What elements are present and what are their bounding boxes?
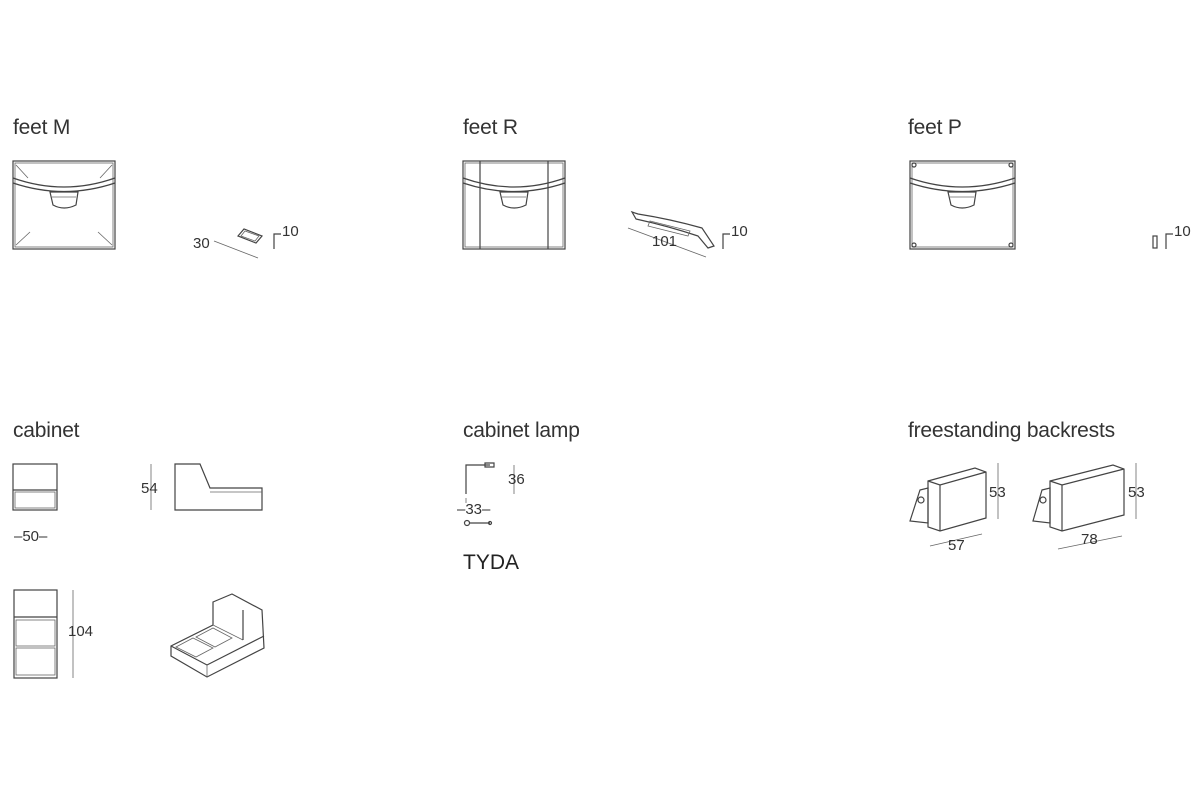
feet-m-foot-detail bbox=[213, 228, 281, 259]
cabinet-lamp-title: cabinet lamp bbox=[463, 419, 580, 442]
feet-m-height-label: 10 bbox=[282, 223, 299, 240]
backrests-title: freestanding backrests bbox=[908, 419, 1115, 442]
cabinet-isometric-view bbox=[170, 593, 265, 678]
feet-m-length-label: 30 bbox=[193, 235, 210, 252]
backrest-small-height-label: 53 bbox=[989, 484, 1006, 501]
feet-r-top-view bbox=[462, 160, 566, 250]
cabinet-height-label: 54 bbox=[141, 480, 158, 497]
feet-p-top-view bbox=[909, 160, 1016, 250]
feet-m-top-view bbox=[12, 160, 116, 250]
cabinet-lamp-side-view bbox=[465, 462, 515, 503]
backrest-large-width-label: 78 bbox=[1081, 531, 1098, 548]
feet-p-title: feet P bbox=[908, 116, 962, 139]
feet-r-foot-detail bbox=[627, 210, 730, 258]
feet-m-title: feet M bbox=[13, 116, 71, 139]
tyda-brand-label: TYDA bbox=[463, 551, 520, 574]
cabinet-lamp-top-view bbox=[463, 519, 493, 527]
cabinet-title: cabinet bbox=[13, 419, 80, 442]
cabinet-lamp-height-label: 36 bbox=[508, 471, 525, 488]
feet-p-height-label: 10 bbox=[1174, 223, 1191, 240]
cabinet-width-label: –50– bbox=[14, 528, 48, 545]
backrest-small-drawing bbox=[909, 463, 999, 547]
backrest-large-height-label: 53 bbox=[1128, 484, 1145, 501]
backrest-small-width-label: 57 bbox=[948, 537, 965, 554]
backrest-large-drawing bbox=[1032, 463, 1137, 550]
cabinet-top-view bbox=[13, 589, 74, 679]
feet-r-length-label: 101 bbox=[652, 233, 678, 250]
feet-p-foot-detail bbox=[1152, 233, 1173, 249]
feet-r-title: feet R bbox=[463, 116, 518, 139]
cabinet-side-view bbox=[150, 463, 263, 511]
cabinet-lamp-width-label: –33– bbox=[457, 501, 491, 518]
cabinet-depth-label: 104 bbox=[68, 623, 94, 640]
cabinet-front-view bbox=[12, 463, 58, 511]
feet-r-height-label: 10 bbox=[731, 223, 748, 240]
